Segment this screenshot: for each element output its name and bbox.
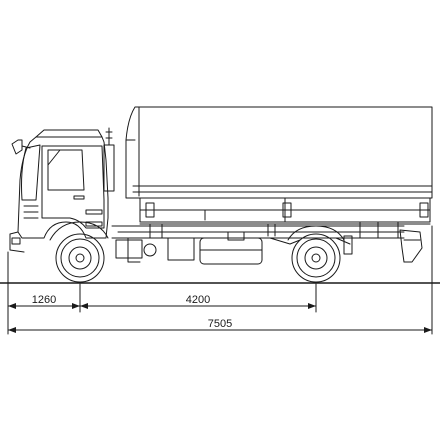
cab <box>9 127 115 253</box>
dimension-lines <box>7 225 433 335</box>
front-wheel <box>49 221 109 283</box>
rear-wheel <box>287 225 345 283</box>
dimension-label-front-overhang: 1260 <box>32 294 56 306</box>
underbody-components <box>115 229 423 265</box>
dimension-label-wheelbase: 4200 <box>186 294 210 306</box>
tarpaulin-cover <box>125 106 433 199</box>
dimension-label-overall-length: 7505 <box>208 318 232 330</box>
dimension-arrowheads <box>8 303 432 333</box>
